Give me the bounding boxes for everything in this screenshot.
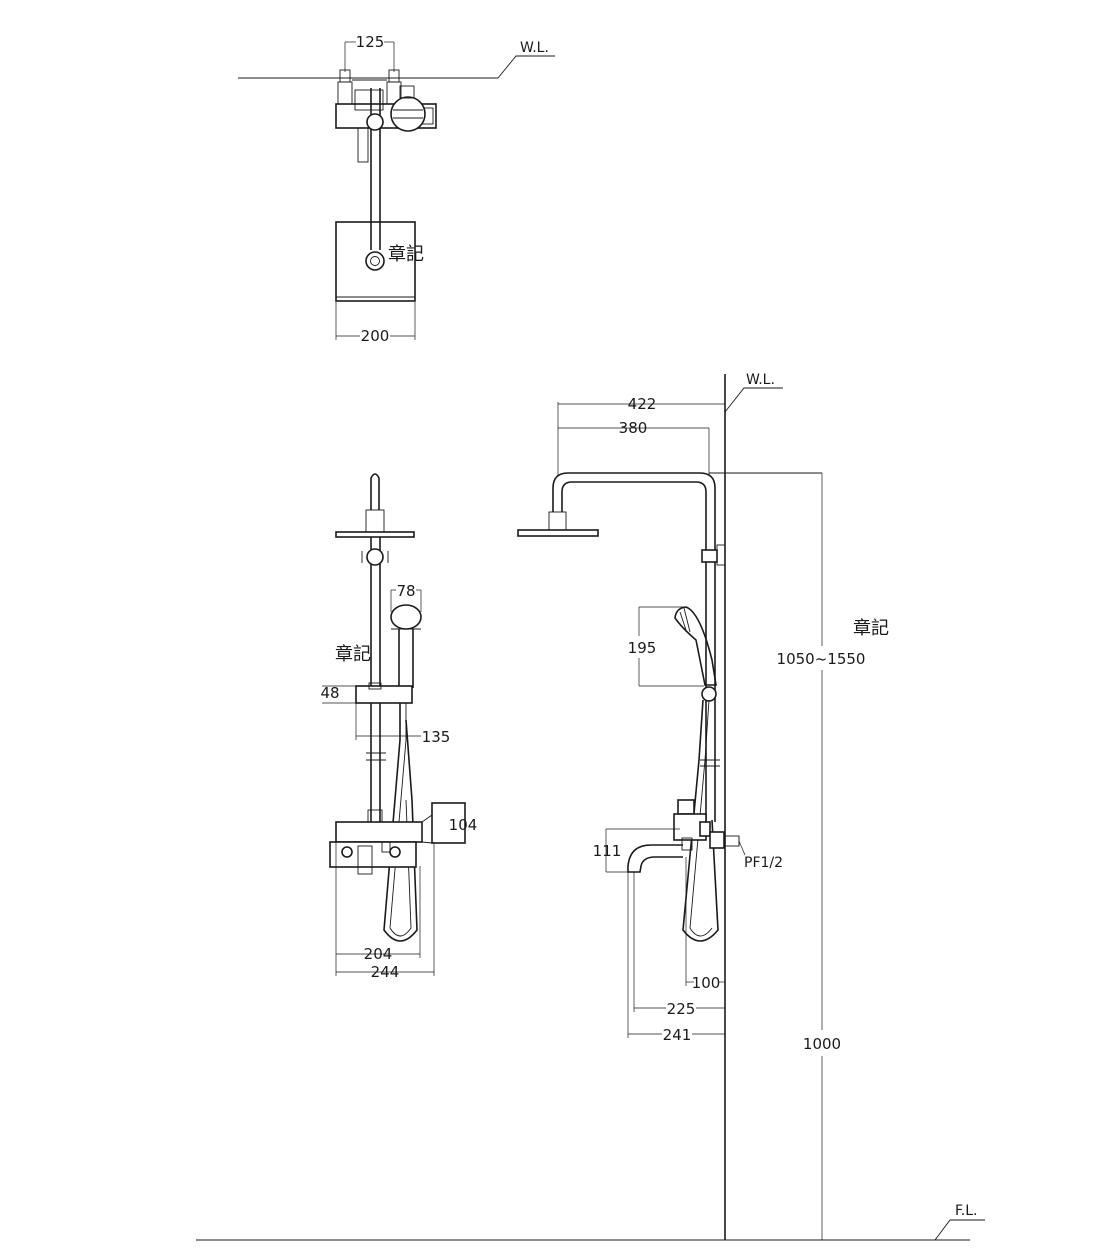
front-pipe-top [370,473,380,510]
front-dim-244: 244 [371,963,400,981]
side-dim-100: 100 [692,974,721,992]
front-hand-shower-head [390,604,422,630]
front-dim-78: 78 [396,582,415,600]
side-view: W.L. F.L. 422 380 195 章記 [196,372,985,1241]
front-mixer-handle [431,802,466,844]
side-note: 章記 [853,618,889,639]
side-rain-head [517,529,599,537]
front-dim-48: 48 [320,684,339,702]
side-dim-195: 195 [628,639,657,657]
top-dim-125: 125 [356,33,385,51]
side-pipe-thread: PF1/2 [744,855,783,871]
front-note: 章記 [335,644,371,665]
front-hose-outer [383,703,418,942]
side-valve-connector [709,831,725,849]
front-hand-shower-handle [398,629,414,688]
side-dim-380: 380 [619,419,648,437]
side-arm-outer [552,472,716,822]
top-dim-200: 200 [361,327,390,345]
side-hose-inner [689,699,713,937]
front-dim-204: 204 [364,945,393,963]
side-dim-422: 422 [628,395,657,413]
front-rain-head [335,531,415,538]
top-rain-head [335,221,416,302]
side-dim-241: 241 [663,1026,692,1044]
front-mixer-body [335,821,423,843]
side-hose-outer [682,699,719,942]
side-dim-height-range: 1050~1550 [777,650,866,668]
front-slider-holder [355,685,413,704]
front-hose-inner [389,703,412,937]
floor-leader [934,1219,985,1241]
side-slider-holder [701,686,717,702]
top-mixer-body [335,103,437,129]
top-head-connector [365,251,385,271]
side-spout [627,844,683,873]
top-note: 章記 [388,244,424,265]
front-view: 章記 78 48 135 104 [320,473,478,981]
front-dim-135: 135 [422,728,451,746]
side-dim-1000: 1000 [803,1035,841,1053]
front-valve-bracket [329,841,417,868]
top-view: W.L. 125 章記 [238,33,555,345]
side-hand-shower [674,606,717,686]
side-valve-top [677,799,695,815]
top-wall-leader [497,55,555,79]
front-dim-104: 104 [449,816,478,834]
floor-label: F.L. [955,1203,978,1219]
side-arm-inner [561,481,707,822]
side-wall-leader [724,387,783,413]
side-dim-225: 225 [667,1000,696,1018]
top-wall-label: W.L. [520,40,549,56]
side-dim-111: 111 [593,842,622,860]
side-wall-label: W.L. [746,372,775,388]
side-wall-bracket [701,549,718,563]
top-hand-shower [390,96,426,132]
